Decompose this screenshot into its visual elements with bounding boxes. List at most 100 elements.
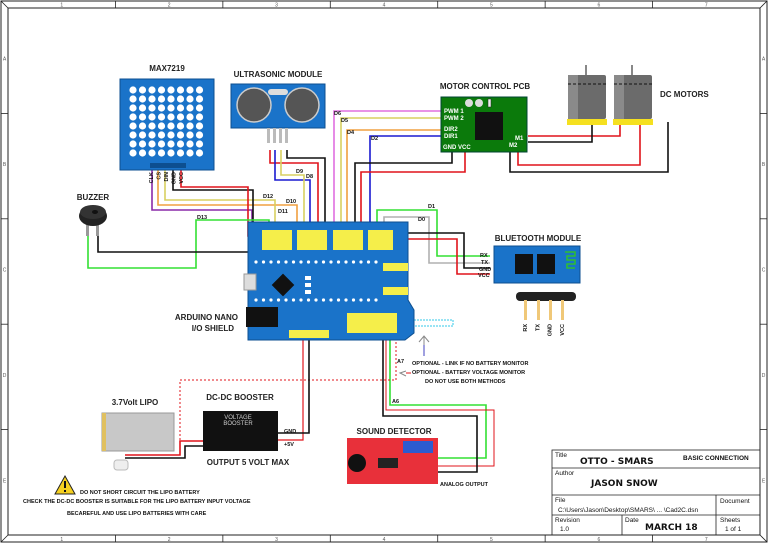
led-dot xyxy=(195,95,204,103)
led-dot xyxy=(195,104,204,112)
header-dot xyxy=(321,260,326,264)
grid-row-label: C xyxy=(3,268,7,274)
grid-row-label: E xyxy=(3,478,7,484)
pcb-pin-dir1: DIR1 xyxy=(444,134,458,140)
led-dot xyxy=(157,140,166,148)
led-dot xyxy=(176,131,185,139)
label-d10: D10 xyxy=(286,199,296,205)
wire-us-gnd xyxy=(286,150,326,240)
wire-dir2 xyxy=(346,129,442,240)
dc-motors-label: DC MOTORS xyxy=(660,90,709,99)
led-dot xyxy=(167,149,175,157)
bt-header-pin-label: RX xyxy=(523,324,529,332)
lipo-label: 3.7Volt LIPO xyxy=(112,398,159,407)
pcb-pin-pwm1: PWM 1 xyxy=(444,109,464,115)
tb-sheets: 1 of 1 xyxy=(725,526,742,533)
grid-row-label: A xyxy=(762,57,766,63)
led-dot xyxy=(138,104,147,112)
optional-notes: OPTIONAL - LINK IF NO BATTERY MONITOR OP… xyxy=(398,335,528,385)
motor-pcb-label: MOTOR CONTROL PCB xyxy=(440,82,531,91)
header-dot xyxy=(284,298,288,302)
led-dot xyxy=(195,149,204,157)
led-dot xyxy=(167,122,175,130)
arduino-label-line1: ARDUINO NANO xyxy=(175,313,238,322)
led-dot xyxy=(176,122,185,130)
led-dot xyxy=(186,149,194,157)
grid-col-label: 5 xyxy=(490,537,493,543)
bt-header-pin-label: TX xyxy=(535,324,541,331)
led-dot xyxy=(148,149,156,157)
wire-us-echo xyxy=(280,150,305,240)
note-optional-link: OPTIONAL - LINK IF NO BATTERY MONITOR xyxy=(412,361,528,367)
led-dot xyxy=(195,113,204,121)
label-d1: D1 xyxy=(428,204,435,210)
led-dot xyxy=(129,86,137,94)
led-dot xyxy=(167,86,175,94)
led-dot xyxy=(195,86,204,94)
led-dot xyxy=(138,149,147,157)
led-dot xyxy=(138,140,147,148)
header-dot xyxy=(374,260,378,264)
arduino-label-line2: I/O SHIELD xyxy=(192,324,234,333)
grid-col-label: 4 xyxy=(383,537,386,543)
led-dot xyxy=(157,104,166,112)
grid-col-label: 5 xyxy=(490,3,493,9)
warning-notes: DO NOT SHORT CIRCUIT THE LIPO BATTERY CH… xyxy=(23,474,251,517)
tb-sheets-label: Sheets xyxy=(720,517,741,524)
grid-row-label: E xyxy=(762,478,766,484)
booster-label: DC-DC BOOSTER xyxy=(206,393,274,402)
buzzer xyxy=(79,205,107,236)
max7219-module xyxy=(119,78,215,171)
led-dot xyxy=(176,113,185,121)
ultrasonic-label: ULTRASONIC MODULE xyxy=(234,70,323,79)
wire-booster-gnd xyxy=(278,335,310,434)
led-dot xyxy=(157,149,166,157)
wire-a7-opt xyxy=(179,330,397,445)
label-d2: D2 xyxy=(371,136,378,142)
title-block xyxy=(551,449,761,536)
led-dot xyxy=(195,131,204,139)
led-dot xyxy=(129,122,137,130)
grid-row-label: A xyxy=(3,57,7,63)
led-dot xyxy=(148,95,156,103)
pcb-pin-m2: M2 xyxy=(509,143,518,149)
wire-m1-red xyxy=(528,122,621,137)
label-d8: D8 xyxy=(306,174,313,180)
grid-col-label: 4 xyxy=(383,3,386,9)
note-no-both: DO NOT USE BOTH METHODS xyxy=(425,379,506,385)
wire-m2-black xyxy=(509,122,669,173)
led-dot xyxy=(186,95,194,103)
header-dot xyxy=(299,298,303,302)
led-dot xyxy=(148,86,156,94)
warning-line3: BECAREFUL AND USE LIPO BATTERIES WITH CA… xyxy=(67,511,207,517)
grid-col-label: 2 xyxy=(168,537,171,543)
led-dot xyxy=(167,131,175,139)
grid-col-label: 1 xyxy=(60,537,63,543)
bt-wire-vcc: VCC xyxy=(478,273,490,279)
bluetooth-label: BLUETOOTH MODULE xyxy=(495,234,582,243)
led-dot xyxy=(195,140,204,148)
header-dot xyxy=(344,298,348,302)
label-d12: D12 xyxy=(263,194,273,200)
wire-sound-gnd xyxy=(382,320,478,473)
tb-revision-label: Revision xyxy=(555,517,580,524)
led-dot xyxy=(186,140,194,148)
tb-document-label: Document xyxy=(720,498,750,505)
tb-author-label: Author xyxy=(555,470,575,477)
label-d0: D0 xyxy=(418,217,425,223)
max7219-label: MAX7219 xyxy=(149,64,185,73)
grid-col-label: 7 xyxy=(705,3,708,9)
led-dot xyxy=(157,86,166,94)
grid-col-label: 6 xyxy=(597,537,600,543)
max7219-pin-label: GND xyxy=(172,172,178,184)
led-dot xyxy=(157,113,166,121)
wire-lipo-neg xyxy=(125,445,205,459)
booster-chip-line2: BOOSTER xyxy=(223,421,253,427)
max7219-pin-label: VCC xyxy=(179,172,185,184)
bt-wire-rx: RX xyxy=(480,253,488,259)
bluetooth-module xyxy=(493,245,581,320)
led-dot xyxy=(186,122,194,130)
tb-subtitle: BASIC CONNECTION xyxy=(683,455,749,462)
led-dot xyxy=(148,104,156,112)
max7219-pin-label: CS xyxy=(157,172,163,180)
